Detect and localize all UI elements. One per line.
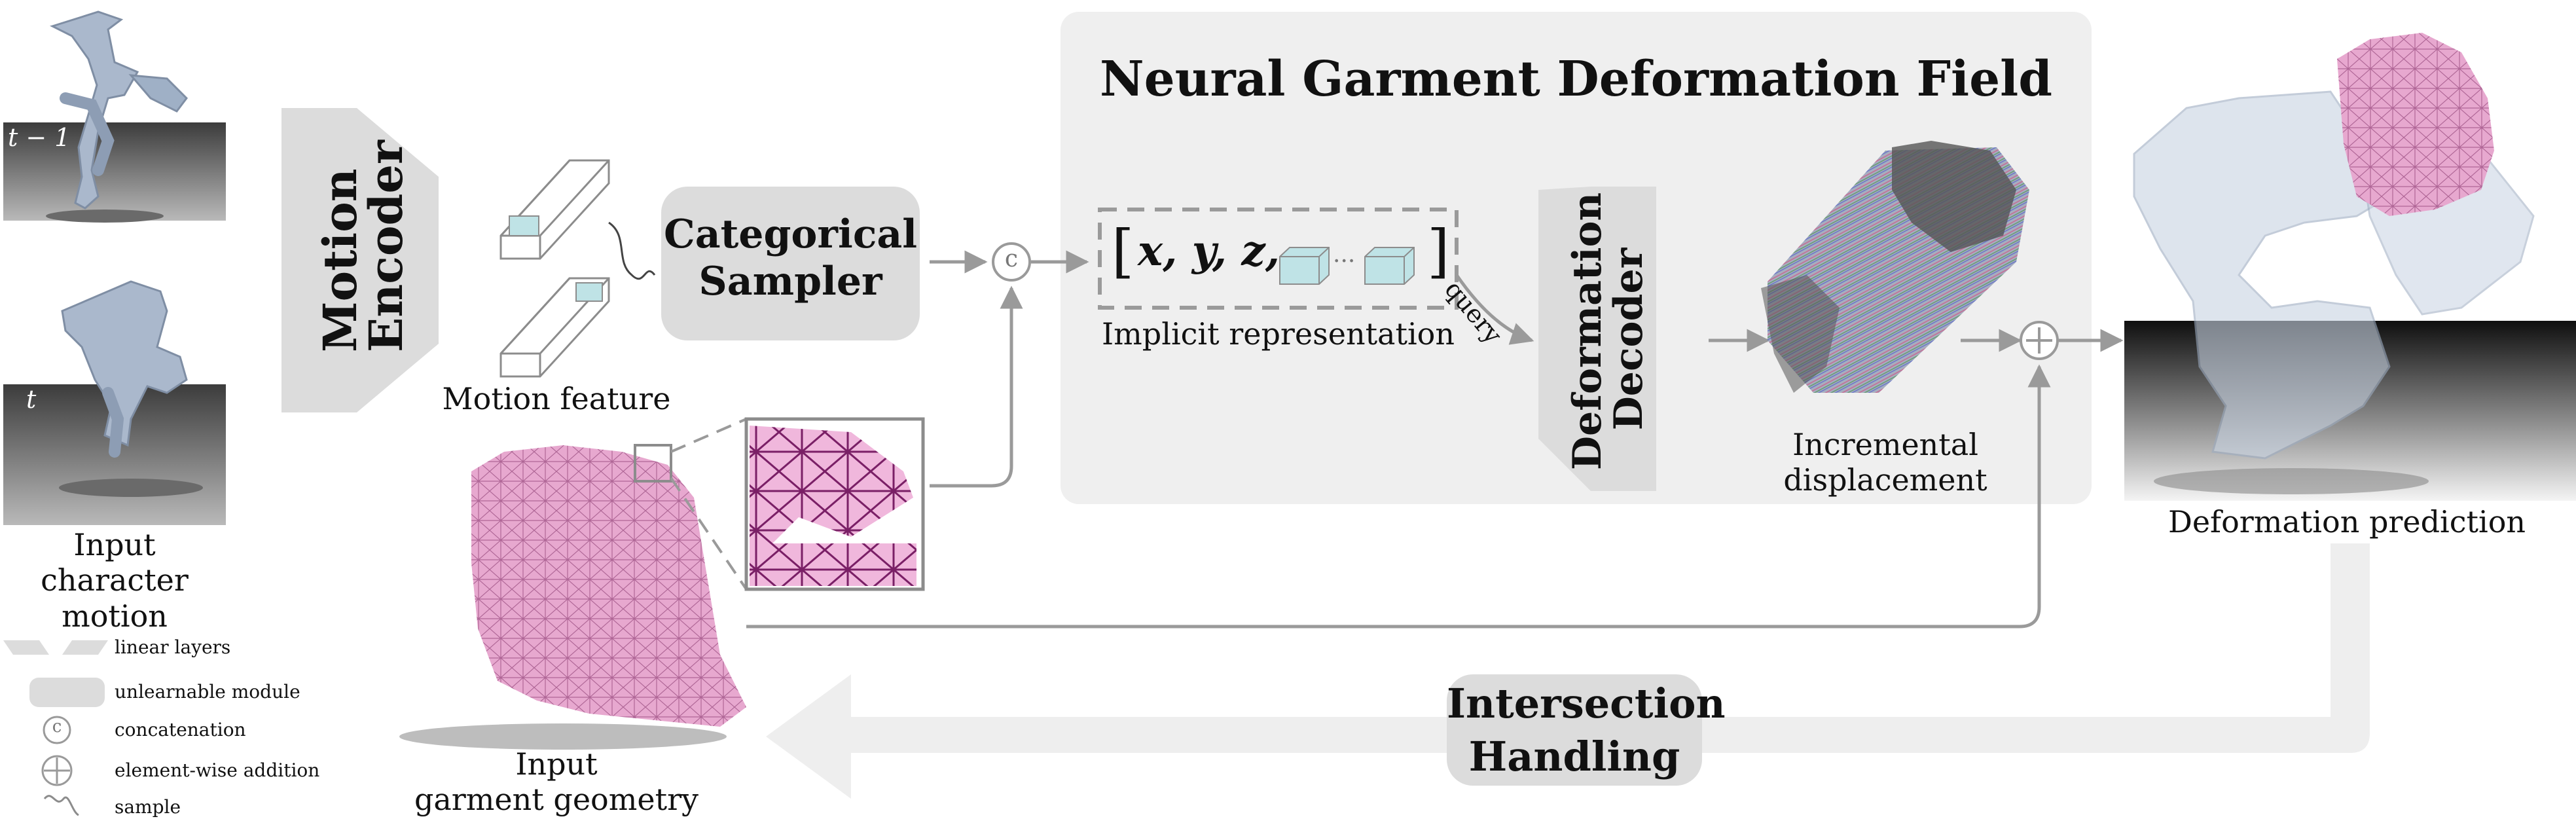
intersection-handling-line2: Handling: [1468, 732, 1680, 780]
linear-layers-icon: [3, 640, 108, 655]
input-garment-label: Input garment geometry: [393, 746, 720, 818]
categorical-sampler-line2: Sampler: [698, 259, 882, 304]
legend-icons: [3, 640, 108, 816]
formula-open-bracket: [: [1112, 217, 1134, 285]
garment-zoom-image: [744, 417, 925, 591]
input-motion-label: Input character motion: [0, 527, 236, 634]
motion-feature-label: Motion feature: [442, 381, 671, 416]
legend-concat-symbol: c: [52, 717, 62, 737]
motion-encoder-line2: Encoder: [359, 140, 413, 352]
sample-icon: [43, 795, 79, 816]
incremental-displacement-label: Incremental displacement: [1754, 427, 2016, 498]
motion-encoder-line1: Motion: [313, 168, 367, 352]
input-motion-label-line2: character motion: [41, 562, 189, 634]
legend-label-element-wise-addition: element-wise addition: [115, 759, 320, 781]
intersection-handling-line1: Intersection: [1447, 680, 1726, 727]
legend-label-unlearnable-module: unlearnable module: [115, 681, 300, 702]
formula-text: x, y, z,: [1138, 227, 1280, 276]
input-garment-line1: Input: [515, 746, 598, 782]
categorical-sampler-line1: Categorical: [663, 211, 918, 257]
intersection-handling-label: Intersection Handling: [1447, 678, 1726, 783]
deformation-decoder-shape: [1538, 187, 1656, 491]
legend-label-sample: sample: [115, 796, 181, 818]
unlearnable-module-icon: [29, 678, 105, 707]
deformation-decoder-line1: Deformation: [1565, 192, 1610, 470]
incremental-line2: displacement: [1783, 462, 1987, 498]
formula-close-bracket: ]: [1427, 217, 1450, 285]
motion-encoder-shape: [281, 108, 439, 412]
formula-cubes: [1279, 247, 1415, 285]
formula-ellipsis: ···: [1333, 248, 1356, 275]
frame-curr-label: t: [26, 385, 37, 414]
concatenation-symbol: c: [1004, 246, 1019, 272]
intersection-handling-shape: [1447, 674, 1702, 786]
element-wise-addition-icon: [41, 755, 73, 786]
deformation-prediction-label: Deformation prediction: [2168, 504, 2526, 539]
concatenation-node: [992, 242, 1031, 282]
frame-prev-label: t − 1: [8, 123, 71, 152]
frame-curr-image: [3, 280, 226, 525]
legend-label-linear-layers: linear layers: [115, 636, 231, 658]
categorical-sampler-label: Categorical Sampler: [661, 211, 920, 305]
input-motion-label-line1: Input: [73, 527, 156, 562]
legend-label-concatenation: concatenation: [115, 719, 246, 740]
input-garment-line2: garment geometry: [414, 782, 699, 818]
incremental-displacement-image: [1761, 141, 2029, 393]
deformation-prediction-image: [2124, 33, 2576, 501]
garment-zoom-marker: [634, 444, 672, 483]
motion-encoder-label: Motion Encoder: [313, 140, 413, 352]
deformation-decoder-line2: Decoder: [1606, 247, 1652, 431]
categorical-sampler-shape: [661, 187, 920, 340]
implicit-representation-label: Implicit representation: [1102, 316, 1455, 352]
motion-feature-cubes: [499, 159, 656, 378]
diagram-title: Neural Garment Deformation Field: [1099, 51, 2053, 107]
incremental-line1: Incremental: [1792, 427, 1978, 462]
concatenation-icon: [43, 716, 71, 744]
input-garment-image: [399, 445, 746, 750]
frame-prev-image: [3, 10, 226, 223]
deformation-decoder-label: Deformation Decoder: [1565, 192, 1652, 470]
implicit-representation-box: [1098, 208, 1459, 310]
